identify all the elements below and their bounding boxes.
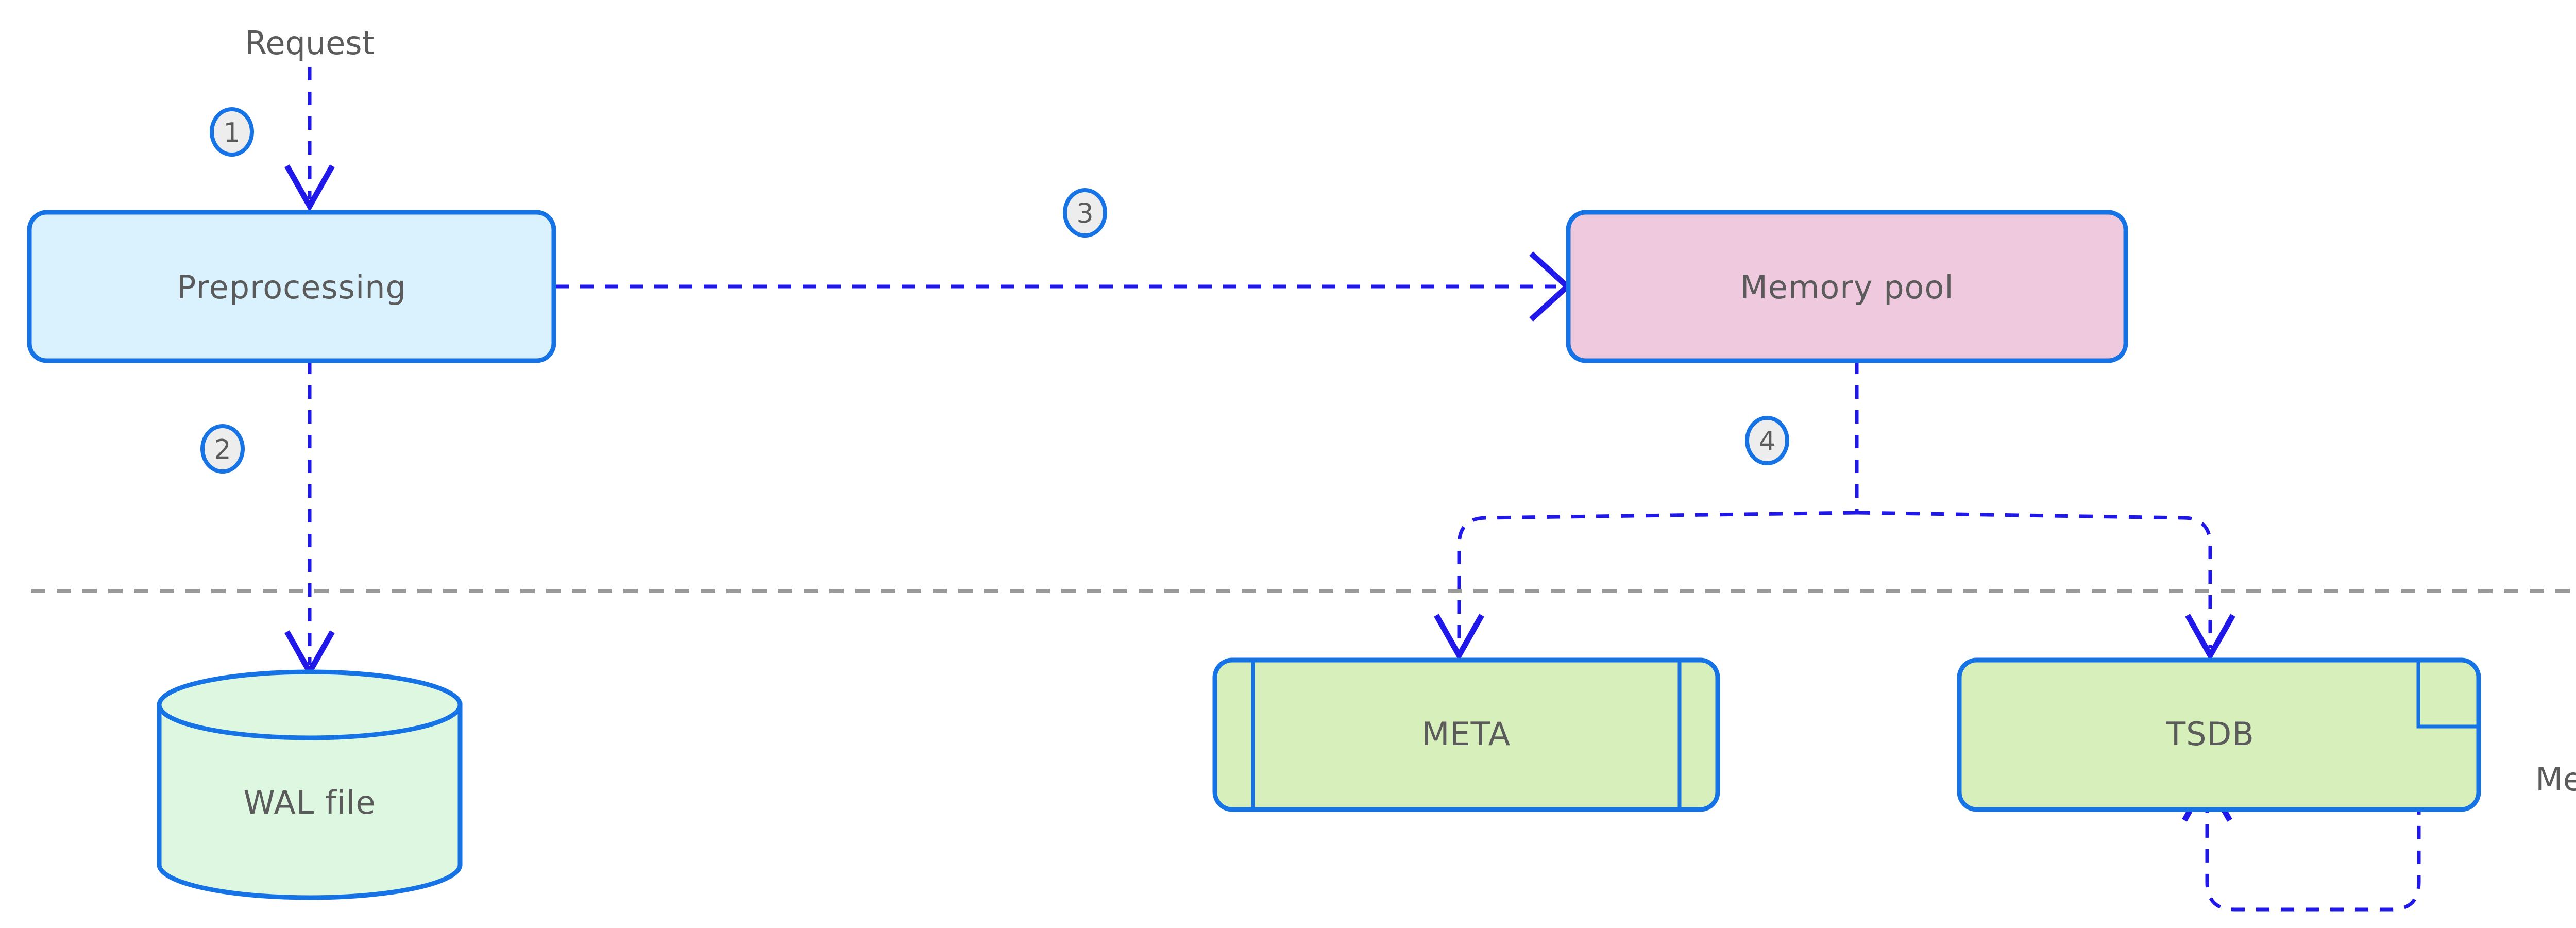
arrowhead-memorypool-to-meta	[1434, 614, 1484, 662]
node-meta-label: META	[1422, 715, 1511, 753]
step-badge-2: 2	[200, 424, 245, 474]
node-tsdb[interactable]: TSDB	[1957, 657, 2481, 812]
node-tsdb-label: TSDB	[2165, 715, 2255, 753]
step-badge-4-circle	[1745, 416, 1789, 465]
arrowhead-memorypool-to-tsdb	[2185, 614, 2235, 662]
arrowhead-request-to-preprocessing	[284, 164, 335, 212]
step-badge-1: 1	[210, 107, 254, 157]
step-badge-4-text: 4	[1758, 426, 1775, 457]
step-badge-3-circle	[1063, 188, 1107, 238]
node-wal-file-body[interactable]	[157, 702, 463, 900]
node-memory-pool-label: Memory pool	[1740, 268, 1954, 306]
step-badge-1-circle	[210, 107, 254, 157]
node-meta-shape[interactable]	[1212, 657, 1720, 812]
entry-label-request: Request	[245, 24, 375, 62]
step-badge-2-text: 2	[214, 434, 231, 465]
step-badge-3-text: 3	[1076, 198, 1093, 229]
node-memory-pool[interactable]: Memory pool	[1566, 210, 2128, 363]
node-wal-file-label: WAL file	[244, 784, 376, 821]
edge-label-merge: Merge	[2535, 761, 2576, 798]
node-memory-pool-shape[interactable]	[1566, 210, 2128, 363]
node-tsdb-shape[interactable]	[1957, 657, 2481, 812]
node-preprocessing-shape[interactable]	[27, 210, 556, 363]
step-badge-1-text: 1	[223, 117, 240, 148]
node-preprocessing-label: Preprocessing	[177, 268, 406, 306]
node-meta[interactable]: META	[1212, 657, 1720, 812]
node-wal-file[interactable]: WAL file	[157, 669, 463, 900]
edge-memorypool-to-meta	[1457, 511, 1857, 648]
node-wal-file-top[interactable]	[157, 669, 463, 740]
step-badge-3: 3	[1063, 188, 1107, 238]
node-tsdb-corner-notch	[2416, 660, 2479, 729]
step-badge-4: 4	[1745, 416, 1789, 465]
edge-memorypool-to-tsdb	[1856, 511, 2212, 648]
step-badge-2-circle	[200, 424, 245, 474]
node-preprocessing[interactable]: Preprocessing	[27, 210, 556, 363]
